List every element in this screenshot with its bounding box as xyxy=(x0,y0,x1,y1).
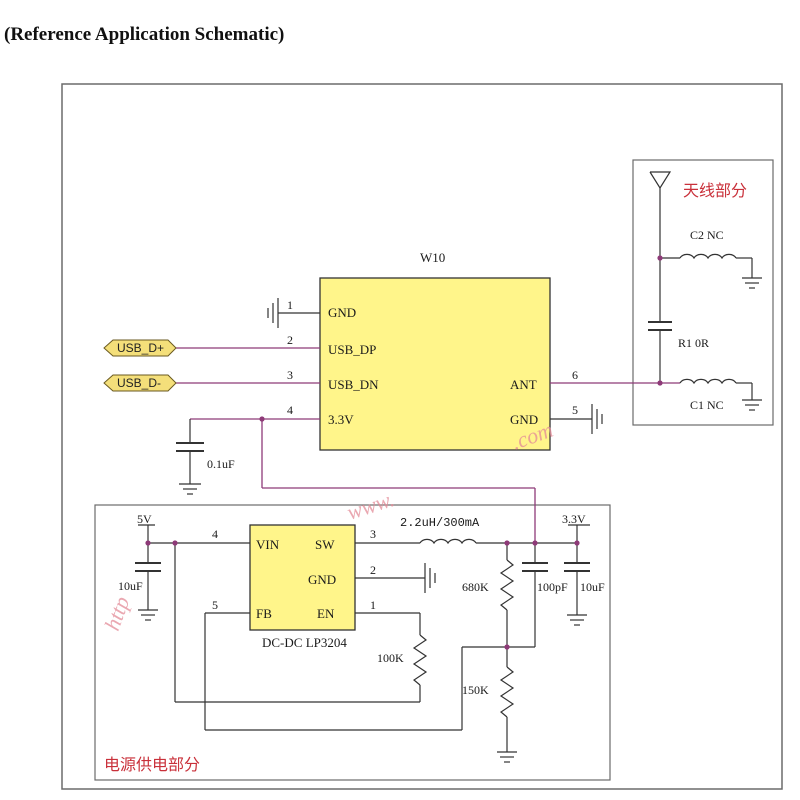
junction-antenna-c1 xyxy=(657,380,663,386)
dcdc-pin-num-2: 2 xyxy=(370,563,376,577)
dcdc-chip xyxy=(249,524,356,631)
w10-pin-label-usb-dn: USB_DN xyxy=(328,377,379,392)
output-cap-value: 10uF xyxy=(580,580,605,594)
ground-symbol-w10-pin1 xyxy=(267,298,279,328)
power-wiring xyxy=(135,524,590,763)
dcdc-pin-label-sw: SW xyxy=(315,537,335,552)
dcdc-pin-label-gnd: GND xyxy=(308,572,336,587)
port-usb-dp: USB_D+ xyxy=(103,339,177,357)
w10-pin-label-3v3: 3.3V xyxy=(328,412,354,427)
w10-pin-label-gnd: GND xyxy=(328,305,356,320)
dcdc-chip-name: DC-DC LP3204 xyxy=(262,635,347,650)
w10-pin-num-5: 5 xyxy=(572,403,578,417)
power-section-label: 电源供电部分 xyxy=(104,755,200,774)
antenna-section-label: 天线部分 xyxy=(683,181,747,200)
antenna-c2-label: C2 NC xyxy=(690,228,724,242)
w10-pin-num-2: 2 xyxy=(287,333,293,347)
dcdc-pin-label-fb: FB xyxy=(256,606,272,621)
w10-pin-num-6: 6 xyxy=(572,368,578,382)
port-usb-dn: USB_D- xyxy=(103,374,177,392)
w10-pin-label-gnd2: GND xyxy=(510,412,538,427)
dcdc-pin-num-4: 4 xyxy=(212,527,218,541)
ground-symbol-w10-pin5 xyxy=(591,404,603,434)
net-label-5v: 5V xyxy=(137,512,152,526)
power-junctions xyxy=(145,540,580,650)
dcdc-pin-label-vin: VIN xyxy=(256,537,280,552)
dcdc-pin-num-3: 3 xyxy=(370,527,376,541)
schematic-heading: (Reference Application Schematic) xyxy=(4,24,285,45)
w10-pin-num-4: 4 xyxy=(287,403,293,417)
dcdc-pin-label-en: EN xyxy=(317,606,335,621)
antenna-section-box xyxy=(632,159,774,426)
en-resistor-value: 100K xyxy=(377,651,404,665)
watermark-www: www. xyxy=(344,486,397,525)
w10-pin-label-usb-dp: USB_DP xyxy=(328,342,376,357)
antenna-network xyxy=(648,171,762,411)
w10-module xyxy=(319,277,551,451)
net-label-3v3: 3.3V xyxy=(562,512,586,526)
antenna-c1-label: C1 NC xyxy=(690,398,724,412)
decoupling-capacitor xyxy=(176,419,204,495)
port-usb-dn-label: USB_D- xyxy=(117,376,161,390)
dcdc-pin-num-1: 1 xyxy=(370,598,376,612)
dcdc-pin-num-5: 5 xyxy=(212,598,218,612)
power-section-box xyxy=(94,504,611,781)
feedforward-cap-value: 100pF xyxy=(537,580,568,594)
w10-pin-num-1: 1 xyxy=(287,298,293,312)
divider-bottom-resistor-value: 150K xyxy=(462,683,489,697)
port-usb-dp-label: USB_D+ xyxy=(117,341,164,355)
input-cap-value: 10uF xyxy=(118,579,143,593)
w10-pin-label-ant: ANT xyxy=(510,377,537,392)
w10-module-name: W10 xyxy=(420,250,445,265)
junction-3v3 xyxy=(259,416,265,422)
antenna-r1-label: R1 0R xyxy=(678,336,709,350)
decoupling-cap-value: 0.1uF xyxy=(207,457,235,471)
outer-frame xyxy=(61,83,783,790)
watermark-http: http xyxy=(99,593,134,634)
junction-antenna-c2 xyxy=(657,255,663,261)
inductor-value: 2.2uH/300mA xyxy=(400,516,480,530)
divider-top-resistor-value: 680K xyxy=(462,580,489,594)
w10-pin-num-3: 3 xyxy=(287,368,293,382)
